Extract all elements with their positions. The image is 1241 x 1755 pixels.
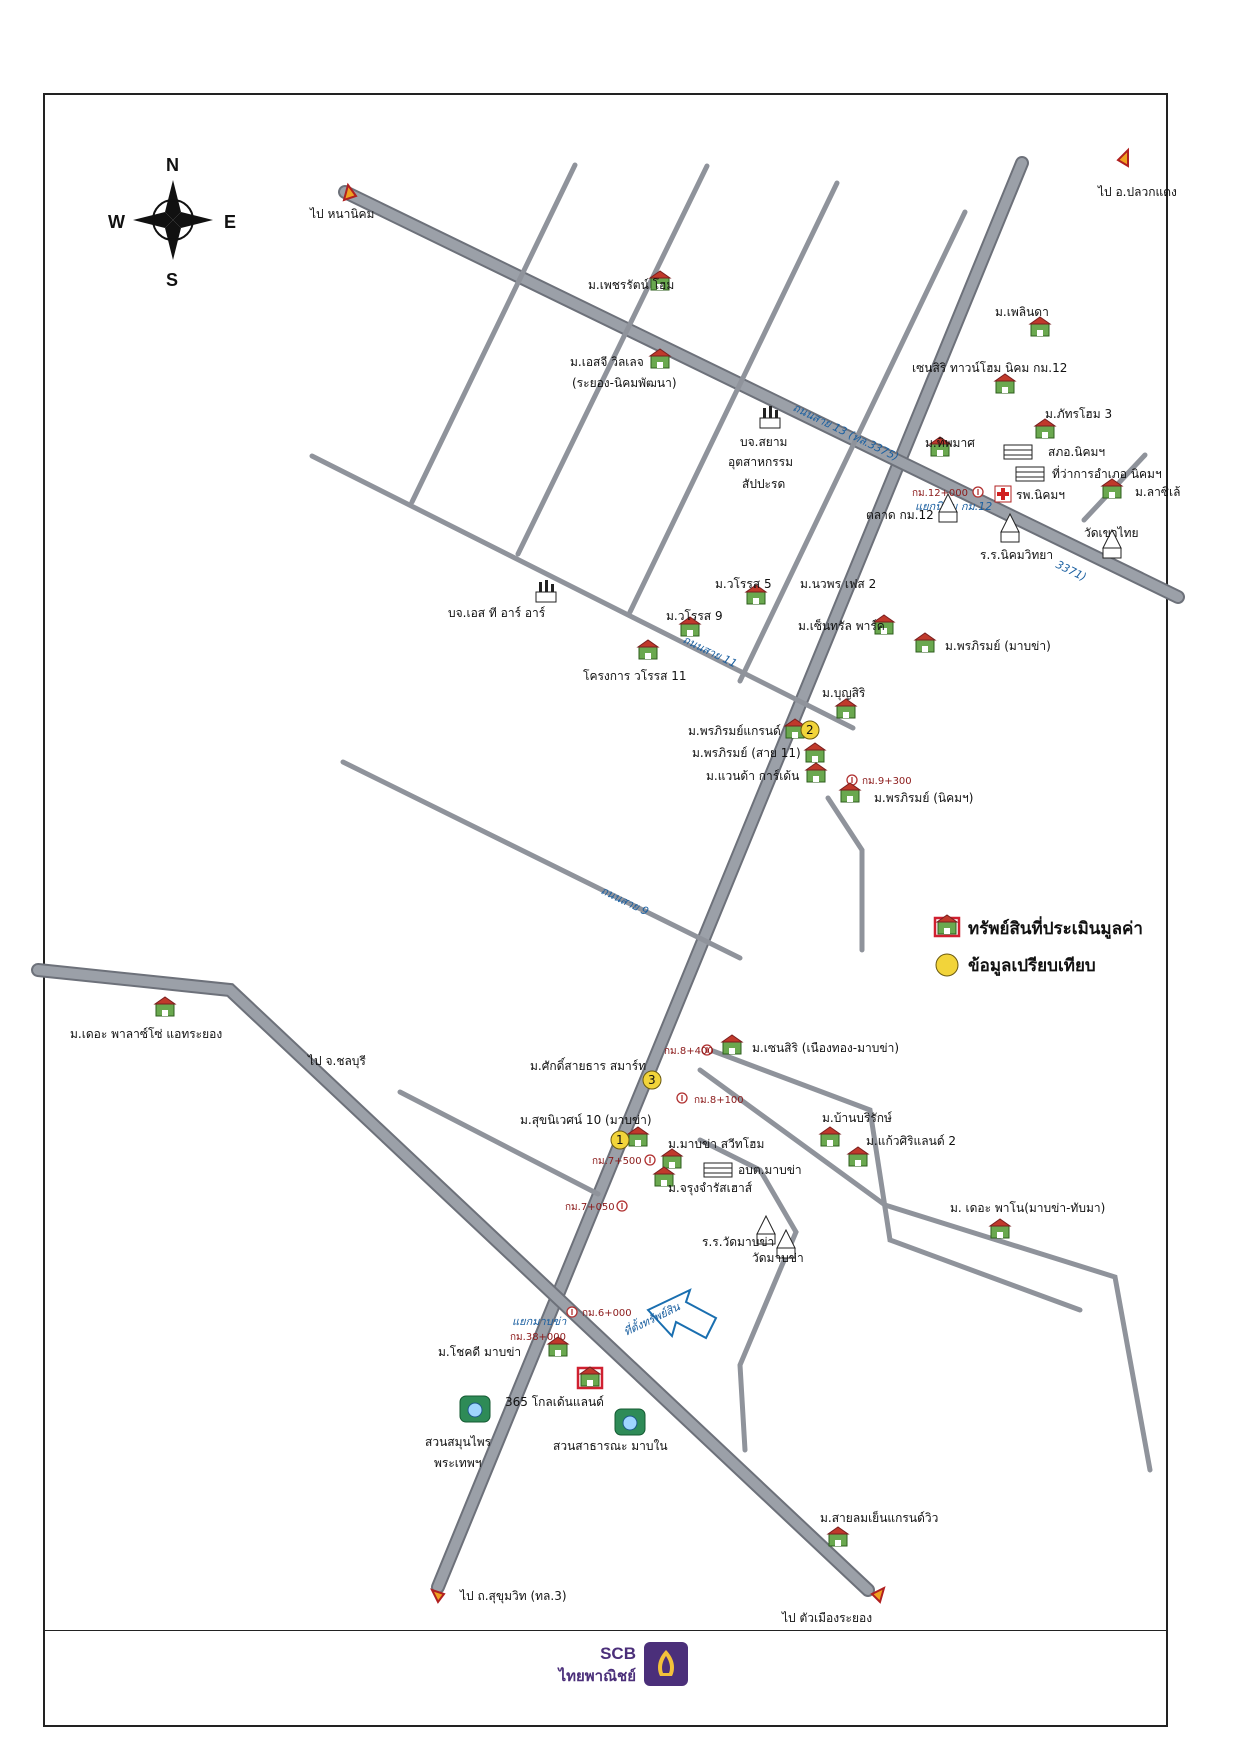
dir-sukhumvit: ไป ถ.สุขุมวิท (ทล.3) [459, 1589, 567, 1604]
place-phetcharat: ม.เพชรรัตน์ โฮม [588, 278, 674, 292]
comparable-3: 3 [648, 1073, 656, 1087]
km-6: กม.6+000 [582, 1308, 632, 1319]
km-markers: กม.12+000 กม.9+300 กม.8+400 กม.8+100 กม.… [565, 486, 984, 1319]
place-worasa5: ม.วโรรส 5 [715, 577, 772, 591]
place-phatra3: ม.ภัทรโฮม 3 [1045, 407, 1112, 421]
brand-sub: ไทยพาณิชย์ [558, 1667, 636, 1685]
place-siam-co3: สัปปะรด [742, 477, 785, 491]
place-plinda: ม.เพลินดา [995, 305, 1049, 319]
dir-nongya: ไป หนานิคม [309, 207, 374, 221]
road-label-13: ถนนสาย 13 (ทล.3375) [791, 401, 901, 464]
legend: ทรัพย์สินที่ประเมินมูลค่า ข้อมูลเปรียบเท… [933, 914, 1143, 977]
place-sg-sub: (ระยอง-นิคมพัฒนา) [572, 376, 677, 390]
place-golden-land: 365 โกลเด้นแลนด์ [505, 1395, 604, 1409]
place-bunsiri: ม.บุญสิริ [822, 686, 866, 701]
place-siam-co: บจ.สยาม [740, 435, 787, 449]
hospital-icon [994, 485, 1012, 503]
place-sensiri-mt: ม.เซนสิริ (เนืองทอง-มาบข่า) [752, 1041, 899, 1055]
roads [31, 156, 1185, 1597]
place-the-pano: ม. เดอะ พาโน(มาบข่า-ทับมา) [950, 1201, 1105, 1215]
place-lasile: ม.ลาซิเล้ [1135, 485, 1180, 499]
compass-rose: N S W E [108, 155, 236, 290]
compass-e: E [224, 212, 236, 232]
place-public-park: สวนสาธารณะ มาบใน [553, 1439, 668, 1453]
scb-emblem-icon [644, 1642, 688, 1686]
place-siam-co2: อุตสาหกรรม [728, 455, 793, 470]
place-str: บจ.เอส ที อาร์ อาร์ [448, 606, 546, 620]
place-palazzo: ม.เดอะ พาลาซ์โซ่ แอทระยอง [70, 1027, 222, 1041]
place-saksaithan: ม.ศักดิ์สายธาร สมาร์ท [530, 1057, 646, 1073]
comparable-1: 1 [616, 1133, 624, 1147]
place-charoen: ม.จรุงจำรัสเฮาส์ [668, 1181, 753, 1196]
place-district-office: ที่ว่าการอำเภอ นิคมฯ [1052, 465, 1162, 481]
place-school-nikhom: ร.ร.นิคมวิทยา [980, 548, 1053, 562]
road-label-mapkha: แยกมาบข่า [512, 1315, 567, 1328]
place-wat-khaothoi: วัดเขาไทย [1084, 526, 1139, 540]
comparable-2: 2 [806, 723, 814, 737]
footer-divider [43, 1630, 1168, 1631]
place-phonphirom-nikhom: ม.พรภิรมย์ (นิคมฯ) [874, 791, 973, 805]
place-central-park: ม.เซ็นทรัล พาร์ค [798, 618, 885, 633]
brand-name: SCB [600, 1644, 636, 1663]
place-hospital: รพ.นิคมฯ [1016, 488, 1065, 502]
dir-pluakdaeng: ไป อ.ปลวกแดง [1097, 185, 1177, 199]
place-kaewsiri: ม.แก้วศิริแลนด์ 2 [866, 1134, 956, 1148]
place-school-mapkha: ร.ร.วัดมาบข่า [702, 1235, 774, 1249]
place-thipmat: ม.ทิพมาศ [925, 436, 975, 450]
place-sai-lom: ม.สายลมเย็นแกรนด์วิว [820, 1510, 938, 1525]
compass-w: W [108, 212, 125, 232]
place-banborirak: ม.บ้านบริรักษ์ [822, 1111, 892, 1125]
road-label-11: ถนนสาย 11 [681, 633, 739, 670]
km-8-1: กม.8+100 [694, 1095, 744, 1106]
direction-arrows [342, 147, 1129, 1604]
place-herb-park2: พระเทพฯ [434, 1456, 481, 1470]
dir-chonburi: ไป จ.ชลบุรี [307, 1054, 366, 1069]
place-herb-park: สวนสมุนไพร [425, 1435, 492, 1450]
place-phonphirom-grand: ม.พรภิรมย์แกรนด์ [688, 724, 781, 738]
map-frame [43, 93, 1168, 1727]
place-market: ตลาด กม.12 [866, 508, 934, 522]
place-phonphirom-mapkha: ม.พรภิรมย์ (มาบข่า) [945, 639, 1051, 653]
km-8-4: กม.8+400 [664, 1046, 714, 1057]
place-sukniwet: ม.สุขนิเวศน์ 10 (มาบข่า) [520, 1113, 652, 1128]
place-sensiri: เซนสิริ ทาวน์โฮม นิคม กม.12 [912, 361, 1067, 375]
compass-s: S [166, 270, 178, 290]
place-chokdee: ม.โชคดี มาบข่า [438, 1345, 521, 1359]
road-label-9: ถนนสาย 9 [599, 884, 651, 918]
place-nawaphon: ม.นวพร เฟส 2 [800, 577, 876, 591]
place-sg-village: ม.เอสจี วิลเลจ [570, 355, 644, 369]
place-mapkha-sweet: ม.มาบข่า สวีทโฮม [668, 1137, 764, 1151]
km38-label: กม.38+000 [510, 1332, 566, 1343]
place-phonphirom-11: ม.พรภิรมย์ (สาย 11) [692, 746, 801, 760]
comparable-markers: 1 2 3 [610, 720, 820, 1150]
km-7-5: กม.7+500 [592, 1156, 642, 1167]
place-worasa11: โครงการ วโรรส 11 [583, 669, 687, 683]
place-worasa9: ม.วโรรส 9 [666, 609, 723, 623]
place-wat-mapkha: วัดมาบข่า [752, 1251, 804, 1265]
place-obt: อบต.มาบข่า [738, 1163, 802, 1177]
legend-comparable: ข้อมูลเปรียบเทียบ [968, 955, 1096, 977]
road-label-3371: 3371) [1054, 558, 1089, 584]
km-9: กม.9+300 [862, 776, 912, 787]
place-nikhom-office: สภอ.นิคมฯ [1048, 445, 1105, 459]
places: ม.เพชรรัตน์ โฮม ม.เอสจี วิลเลจ (ระยอง-นิ… [70, 270, 1180, 1547]
dir-rayong-city: ไป ตัวเมืองระยอง [781, 1611, 872, 1625]
legend-subject: ทรัพย์สินที่ประเมินมูลค่า [968, 916, 1143, 940]
scb-logo: SCB ไทยพาณิชย์ [538, 1642, 698, 1690]
km-12: กม.12+000 [912, 488, 968, 499]
km-7-0: กม.7+050 [565, 1202, 615, 1213]
compass-n: N [166, 155, 179, 175]
place-wanda: ม.แวนด้า การ์เด้น [706, 769, 799, 783]
legend-comparable-icon [935, 953, 959, 977]
